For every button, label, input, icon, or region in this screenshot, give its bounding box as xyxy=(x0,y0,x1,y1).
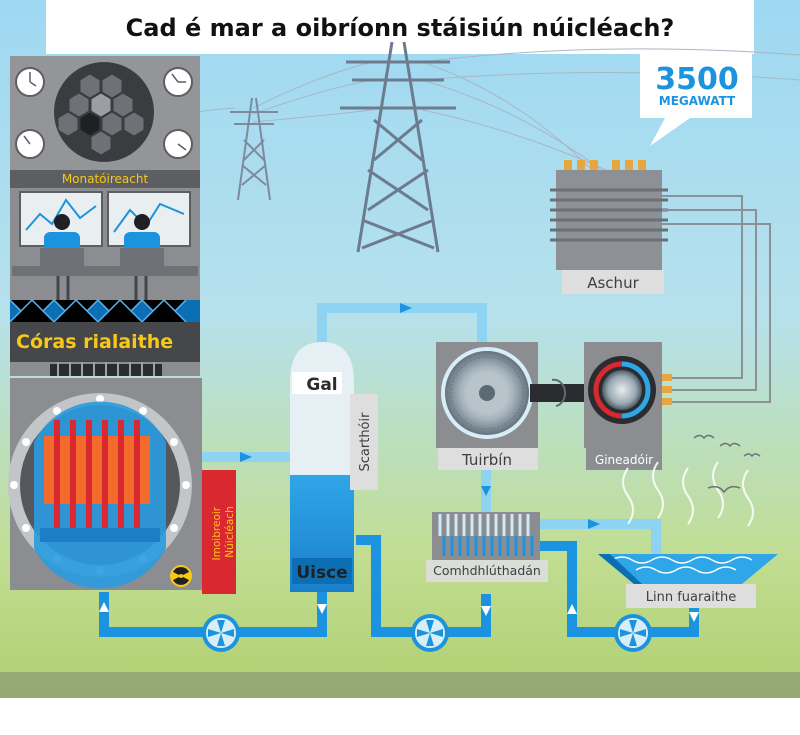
transformer-label: Aschur xyxy=(587,274,639,292)
control-system-label: Córas rialaithe xyxy=(16,331,173,353)
pylon-large xyxy=(340,41,456,253)
pump-icons xyxy=(202,614,652,652)
cooling-pond: Linn fuaraithe xyxy=(598,461,778,608)
water-label: Uisce xyxy=(296,563,347,583)
reactor-label-box xyxy=(202,470,236,594)
cooling-pond-label: Linn fuaraithe xyxy=(646,590,737,605)
page-title: Cad é mar a oibríonn stáisiún núicléach? xyxy=(126,14,675,42)
reactor-core-view xyxy=(57,73,145,156)
condenser-label: Comhdhlúthadán xyxy=(433,563,541,578)
bird-icons xyxy=(693,434,761,494)
steam-label: Gal xyxy=(306,375,337,395)
pylon-small xyxy=(230,97,278,201)
generator-wires xyxy=(662,195,771,403)
operator-icons xyxy=(40,214,164,266)
reactor-label: Imoibreoir Núicléach xyxy=(211,504,236,561)
monitoring-label: Monatóireacht xyxy=(62,172,149,186)
turbine-shaft xyxy=(530,384,592,402)
control-room: Monatóireacht Córas rialaithe xyxy=(9,56,200,376)
power-value: 3500 xyxy=(655,62,739,97)
generator-label: Gineadóir xyxy=(595,453,653,467)
steam-wisps xyxy=(622,461,754,527)
turbine: Tuirbín xyxy=(436,342,538,470)
separator-tank: Gal Uisce Scarthóir xyxy=(290,342,378,592)
fuel-rods xyxy=(44,436,150,504)
turbine-label: Tuirbín xyxy=(461,451,512,469)
rotation-arrow-icon xyxy=(551,378,567,407)
reactor xyxy=(8,378,202,590)
ground-strip xyxy=(0,672,800,698)
condenser: Comhdhlúthadán xyxy=(426,512,548,582)
transformer: Aschur xyxy=(550,160,668,294)
bottom-margin xyxy=(0,698,800,735)
power-unit: MEGAWATT xyxy=(659,94,736,108)
title-box xyxy=(46,0,754,54)
flow-arrows xyxy=(240,303,600,529)
separator-label: Scarthóir xyxy=(358,412,373,472)
power-output-bubble: 3500 MEGAWATT xyxy=(640,54,752,146)
generator: Gineadóir xyxy=(584,342,672,470)
